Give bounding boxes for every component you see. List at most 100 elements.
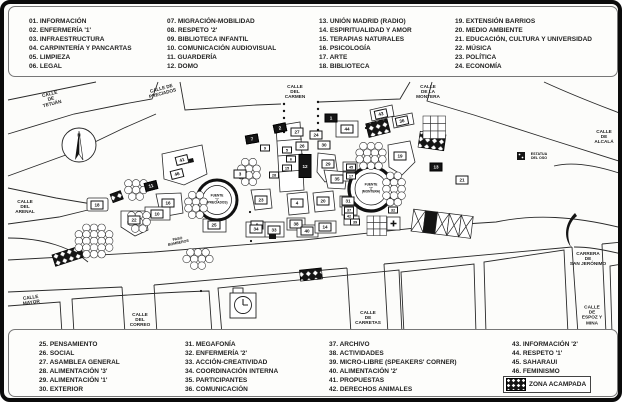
legend-item: 14. ESPIRITUALIDAD Y AMOR (319, 26, 412, 34)
map-marker-26: 26 (295, 141, 309, 151)
legend-item: 41. PROPUESTAS (329, 376, 385, 384)
calle-de-la-montera: CALLE DE LA MONTERA (416, 84, 440, 100)
calle-del-carmen: CALLE DEL CARMEN (284, 84, 306, 100)
legend-item: 22. MÚSICA (455, 44, 492, 52)
legend-item: 29. ALIMENTACIÓN '1' (39, 376, 108, 384)
small-black-booth (269, 233, 276, 239)
map-marker-32: 32 (388, 206, 398, 214)
legend-item: 28. ALIMENTACIÓN '3' (39, 367, 108, 375)
legend-item: 05. LIMPIEZA (29, 53, 71, 61)
fountain-preciados-label: FUENTE '1' (PRECIADOS) (206, 193, 228, 205)
legend-item: 45. SAHARAUI (512, 358, 558, 366)
legend-item: 12. DOMO (167, 62, 199, 70)
map-marker-19: 19 (393, 151, 407, 161)
map-marker-29: 29 (321, 159, 335, 169)
legend-item: 08. RESPETO '2' (167, 26, 218, 34)
map-marker-18: 18 (90, 200, 104, 210)
legend-item: 39. MICRO-LIBRE (SPEAKERS' CORNER) (329, 358, 457, 366)
legend-item: 18. BIBLIOTECA (319, 62, 370, 70)
legend-item: 40. ALIMENTACIÓN '2' (329, 367, 398, 375)
estatua-del-oso-label: ESTATUA DEL OSO (530, 151, 548, 160)
structures-row (410, 208, 474, 239)
legend-item: 24. ECONOMÍA (455, 62, 502, 70)
clock-icon (229, 287, 257, 319)
legend-item: 09. BIBLIOTECA INFANTIL (167, 35, 249, 43)
map-marker-30: 30 (317, 140, 331, 150)
zona-acampada-key: ZONA ACAMPADA (503, 376, 592, 393)
legend-item: 21. EDUCACIÓN, CULTURA Y UNIVERSIDAD (455, 35, 592, 43)
map-marker-3: 3 (233, 169, 247, 179)
legend-item: 33. ACCIÓN-CREATIVIDAD (185, 358, 268, 366)
map-marker-10: 10 (150, 209, 164, 219)
map-marker-14: 14 (318, 222, 332, 232)
legend-item: 04. CARPINTERÍA Y PANCARTAS (29, 44, 132, 52)
map-marker-25: 25 (207, 220, 221, 230)
map-marker-17: 17 (346, 172, 356, 180)
map-marker-35: 35 (330, 174, 344, 184)
legend-item: 03. INFRAESTRUCTURA (29, 35, 105, 43)
legend-item: 35. PARTICIPANTES (185, 376, 248, 384)
legend-item: 11. GUARDERÍA (167, 53, 217, 61)
legend-column: 43. INFORMACIÓN '2'44. RESPETO '1'45. SA… (512, 341, 578, 377)
legend-item: 15. TERAPIAS NATURALES (319, 35, 405, 43)
calle-del-correo: CALLE DEL CORREO (129, 312, 151, 328)
legend-item: 06. LEGAL (29, 62, 62, 70)
legend-item: 43. INFORMACIÓN '2' (512, 341, 578, 348)
map-marker-34: 34 (249, 224, 263, 234)
map-marker-40: 40 (300, 226, 314, 236)
first-aid-cross-icon (390, 220, 397, 227)
map-marker-45: 45 (346, 163, 356, 171)
map-marker-16: 16 (161, 198, 175, 208)
map-marker-5: 5 (282, 146, 292, 154)
calle-del-arenal: CALLE DEL ARENAL (15, 199, 35, 215)
map-marker-20: 20 (316, 196, 330, 206)
legend-item: 07. MIGRACIÓN-MOBILIDAD (167, 18, 255, 25)
map-marker-22: 22 (127, 215, 141, 225)
map-marker-44: 44 (340, 124, 354, 134)
legend-item: 10. COMUNICACIÓN AUDIOVISUAL (167, 44, 277, 52)
compass-n-label: N (77, 132, 81, 138)
legend-item: 13. UNIÓN MADRID (RADIO) (319, 18, 406, 25)
legend-item: 38. ACTIVIDADES (329, 349, 384, 357)
legend-item: 42. DERECHOS ANIMALES (329, 385, 413, 393)
map-marker-13: 13 (429, 162, 443, 172)
legend-item: 30. EXTERIOR (39, 385, 84, 393)
map-marker-42: 42 (344, 212, 354, 220)
legend-item: 27. ASAMBLEA GENERAL (39, 358, 120, 366)
legend-item: 25. PENSAMIENTO (39, 341, 98, 348)
zona-acampada-label: ZONA ACAMPADA (529, 381, 587, 388)
tent-clusters (74, 142, 406, 270)
map-marker-28: 28 (269, 171, 279, 179)
map-marker-31: 31 (341, 196, 355, 206)
legend-item: 02. ENFERMERÍA '1' (29, 26, 92, 34)
map-marker-4: 4 (290, 198, 304, 208)
entrance-arrow (566, 213, 577, 247)
legend-item: 16. PSICOLOGÍA (319, 44, 371, 52)
calle-de-alcala: CALLE DE ALCALÁ (594, 129, 614, 145)
legend-item: 44. RESPETO '1' (512, 349, 563, 357)
legend-item: 26. SOCIAL (39, 349, 75, 357)
map-marker-12: 12 (298, 154, 312, 178)
compass-icon (61, 127, 97, 163)
legend-item: 17. ARTE (319, 53, 348, 61)
fountain-montera-label: FUENTE '2' (MONTERA) (361, 182, 381, 194)
calle-espoz-y-mina: CALLE DE ESPOZ Y MINA (581, 304, 603, 326)
legend-item: 34. COORDINACIÓN INTERNA (185, 367, 279, 375)
legend-column: 13. UNIÓN MADRID (RADIO)14. ESPIRITUALID… (319, 18, 412, 71)
map-marker-15: 15 (282, 164, 292, 172)
zona-acampada-swatch (506, 378, 526, 391)
map-marker-23: 23 (254, 195, 268, 205)
legend-item: 46. FEMINISMO (512, 367, 560, 375)
legend-item: 36. COMUNICACIÓN (185, 385, 248, 393)
map-marker-24: 24 (309, 130, 323, 140)
map-marker-21: 21 (455, 175, 469, 185)
map-marker-39: 39 (350, 218, 360, 226)
